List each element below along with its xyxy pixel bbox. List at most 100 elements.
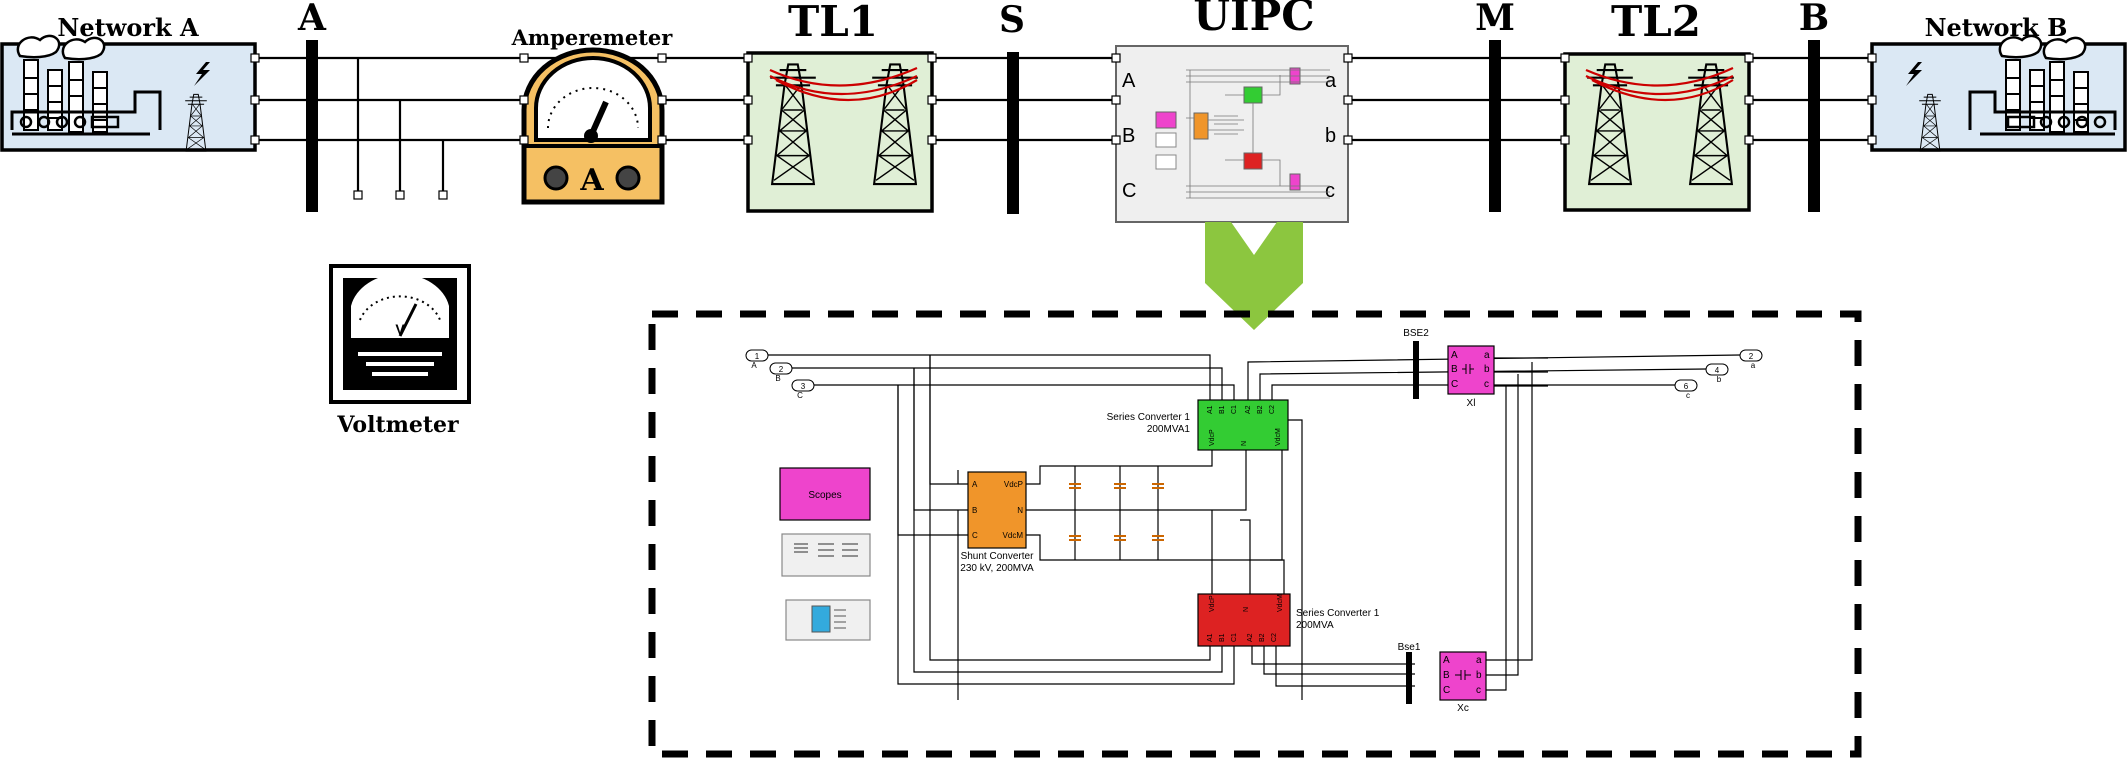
network-b: Network B (1867, 13, 2127, 152)
transmission-line-1: TL1 (743, 0, 937, 213)
power-plant-icon (1968, 34, 2117, 136)
svg-text:C: C (1443, 685, 1450, 696)
svg-text:B: B (775, 374, 780, 383)
power-plant-icon (10, 34, 162, 136)
powergui-block (781, 533, 871, 577)
voltmeter: V Voltmeter (329, 264, 471, 438)
uipc-block: UIPC A B C a b c (1111, 0, 1353, 223)
svg-text:6: 6 (1684, 382, 1689, 391)
svg-text:C: C (1451, 379, 1458, 390)
svg-text:A1: A1 (1207, 633, 1214, 642)
amperemeter: Amperemeter A (511, 25, 674, 205)
svg-text:C1: C1 (1231, 633, 1238, 642)
svg-text:B2: B2 (1257, 405, 1264, 414)
xl-label: Xl (1467, 398, 1476, 409)
svg-text:4: 4 (1715, 366, 1720, 375)
uipc-port-A: A (1122, 70, 1136, 92)
svg-text:C2: C2 (1269, 405, 1276, 414)
uipc-detail-frame (648, 310, 1862, 758)
svg-text:2: 2 (1749, 352, 1754, 361)
svg-text:a: a (1484, 350, 1490, 361)
svg-text:VdcP: VdcP (1209, 429, 1216, 446)
svg-text:Series Converter 1: Series Converter 1 (1107, 412, 1191, 423)
svg-text:a: a (1476, 655, 1482, 666)
bus-m: M (1475, 0, 1515, 212)
out-port-2: 2 a (1739, 349, 1763, 370)
network-a: Network A (0, 13, 260, 152)
tl2-label: TL2 (1611, 0, 1701, 46)
svg-text:1: 1 (755, 352, 760, 361)
svg-text:b: b (1717, 375, 1722, 384)
svg-text:200MVA: 200MVA (1296, 620, 1334, 631)
bus-b-label: B (1799, 0, 1829, 39)
in-port-2: 2 B (769, 362, 793, 383)
svg-text:VdcP: VdcP (1004, 480, 1023, 489)
in-port-1: 1 A (745, 349, 769, 370)
voltmeter-taps (353, 58, 448, 200)
network-a-label: Network A (57, 13, 199, 42)
voltmeter-label: Voltmeter (336, 412, 459, 438)
xc-block: A B C a b c Xc (1439, 651, 1487, 714)
out-port-6: 6 c (1674, 379, 1698, 400)
uipc-label: UIPC (1193, 0, 1314, 40)
uipc-port-b: b (1325, 125, 1336, 147)
network-b-label: Network B (1925, 13, 2068, 42)
shunt-converter: A B C VdcP N VdcM Shunt Converter 230 kV… (960, 471, 1034, 574)
scopes-block: Scopes (779, 467, 871, 521)
svg-text:B1: B1 (1219, 405, 1226, 414)
in-port-3: 3 C (791, 379, 815, 400)
svg-text:a: a (1751, 361, 1756, 370)
bse2-bus (1413, 341, 1419, 399)
svg-text:3: 3 (801, 382, 806, 391)
bus-m-label: M (1475, 0, 1515, 39)
series-converter-bottom: Series Converter 1 200MVA VdcP N VdcM A1… (1197, 593, 1380, 647)
bus-a-label: A (297, 0, 327, 39)
svg-text:A2: A2 (1247, 633, 1254, 642)
measurement-block (785, 599, 871, 641)
svg-text:VdcM: VdcM (1003, 531, 1024, 540)
out-port-4: 4 b (1705, 363, 1729, 384)
svg-text:A: A (1451, 350, 1458, 361)
svg-text:A: A (751, 361, 757, 370)
svg-text:b: b (1484, 364, 1490, 375)
svg-text:B: B (972, 506, 977, 515)
series-converter-top: Series Converter 1 200MVA1 A1 B1 C1 A2 B… (1107, 399, 1289, 451)
svg-text:A: A (972, 480, 978, 489)
bse1-bus (1406, 652, 1412, 704)
scopes-label: Scopes (808, 490, 841, 501)
svg-text:VdcM: VdcM (1277, 594, 1284, 612)
uipc-port-c: c (1325, 180, 1335, 202)
amperemeter-label: Amperemeter (511, 25, 674, 50)
amperemeter-symbol: A (579, 163, 604, 198)
bse1-label: Bse1 (1398, 642, 1421, 653)
svg-text:A: A (1443, 655, 1450, 666)
svg-text:Shunt Converter: Shunt Converter (961, 551, 1034, 562)
bus-b: B (1799, 0, 1829, 212)
svg-text:VdcP: VdcP (1209, 595, 1216, 612)
svg-text:C: C (972, 531, 978, 540)
svg-text:c: c (1484, 379, 1489, 390)
xc-label: Xc (1457, 703, 1469, 714)
svg-text:A1: A1 (1207, 405, 1214, 414)
svg-text:Series Converter 1: Series Converter 1 (1296, 608, 1380, 619)
svg-text:N: N (1017, 506, 1023, 515)
transmission-line-2: TL2 (1560, 0, 1754, 212)
bus-s-label: S (999, 0, 1025, 41)
voltmeter-symbol: V (395, 321, 405, 337)
tl1-label: TL1 (788, 0, 878, 46)
svg-text:B2: B2 (1259, 633, 1266, 642)
bus-a: A (297, 0, 327, 212)
expand-chevron-icon (1205, 222, 1303, 330)
uipc-port-a: a (1325, 70, 1337, 92)
svg-text:230 kV, 200MVA: 230 kV, 200MVA (960, 563, 1034, 574)
svg-text:B1: B1 (1219, 633, 1226, 642)
svg-text:200MVA1: 200MVA1 (1147, 424, 1191, 435)
svg-text:2: 2 (779, 365, 784, 374)
uipc-detail-schematic: 1 A 2 B 3 C 2 a 4 b 6 c (745, 328, 1763, 714)
svg-text:N: N (1241, 441, 1248, 446)
bse2-label: BSE2 (1403, 328, 1429, 339)
uipc-port-B: B (1122, 125, 1135, 147)
svg-text:N: N (1243, 607, 1250, 612)
svg-text:c: c (1476, 685, 1481, 696)
svg-text:b: b (1476, 670, 1482, 681)
